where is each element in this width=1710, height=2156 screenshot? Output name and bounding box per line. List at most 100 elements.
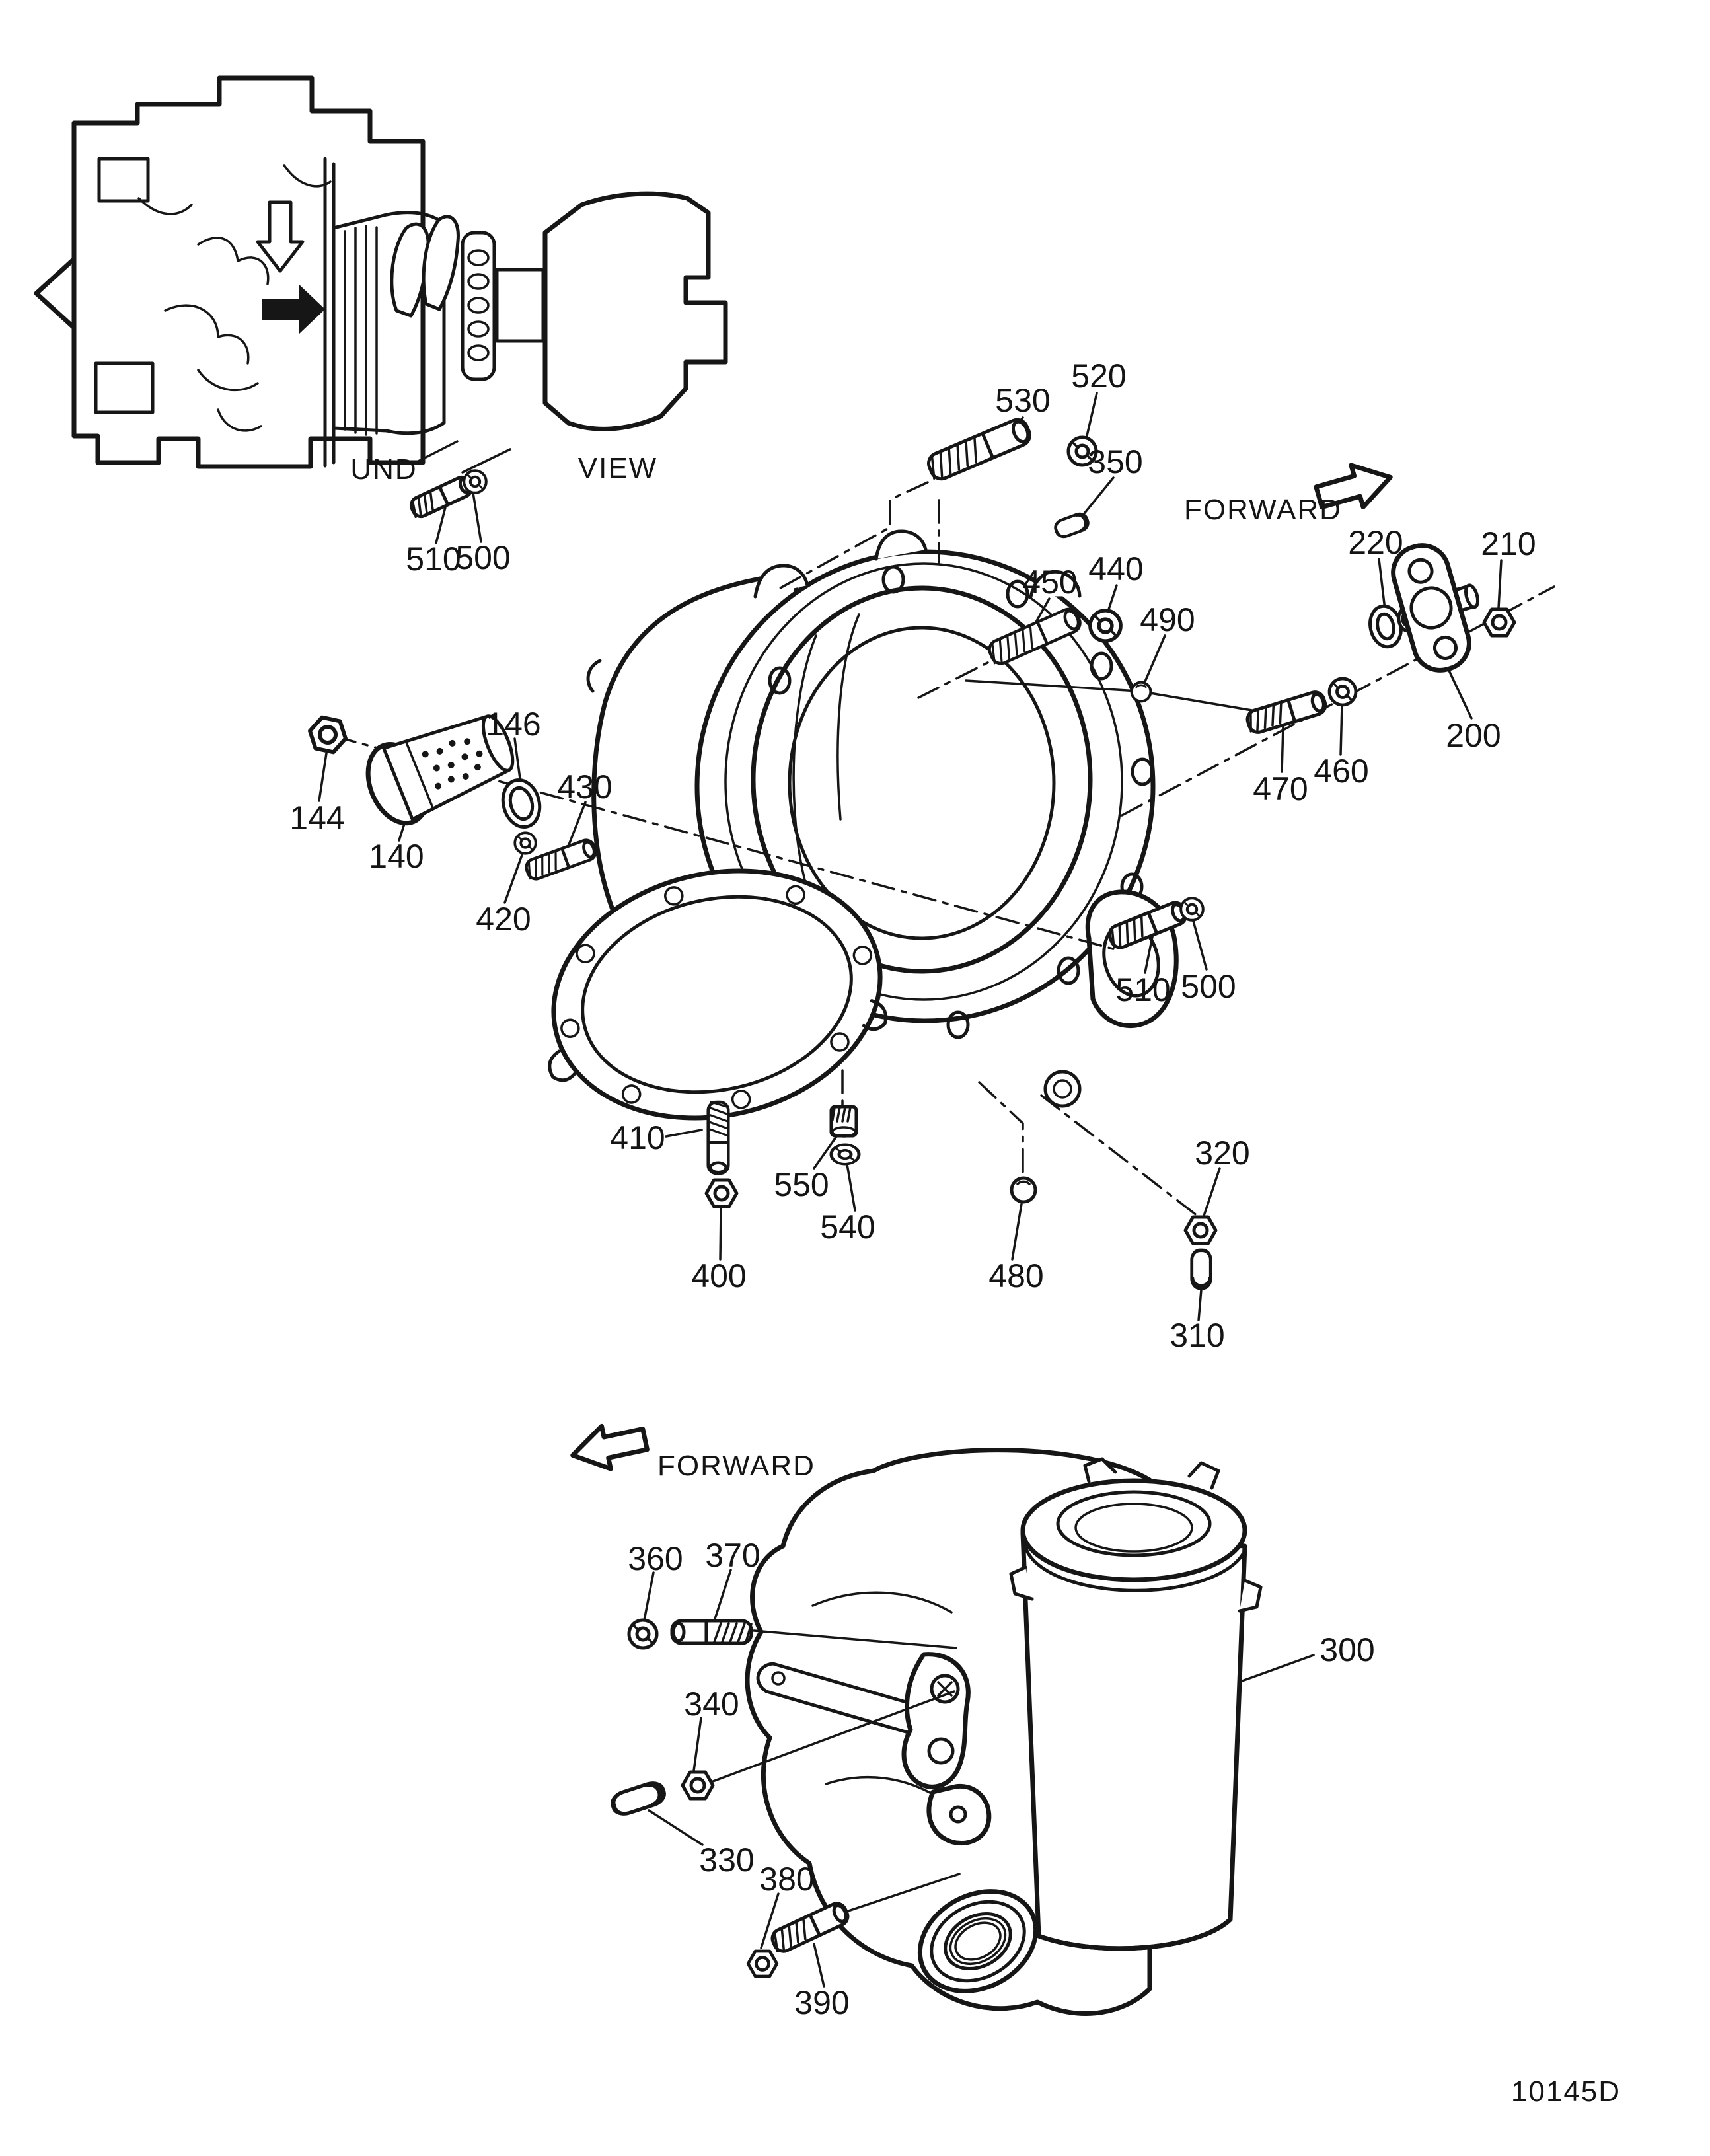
o-ring-220	[1368, 604, 1403, 649]
pin-330	[611, 1780, 666, 1816]
part-label-220: 220	[1348, 524, 1403, 561]
forward-arrow-top-icon	[1314, 463, 1393, 510]
pin-350	[1053, 512, 1090, 539]
engine-block-outline	[71, 75, 426, 469]
main-exploded-view	[307, 392, 1555, 1321]
check-ball-490	[1132, 683, 1151, 702]
plug-144	[307, 716, 349, 754]
washer-460	[1329, 679, 1356, 705]
housing-gasket	[548, 868, 887, 1121]
part-label-380: 380	[759, 1861, 814, 1898]
gearbox-block	[495, 268, 545, 343]
clutch-fork-fingers	[390, 215, 460, 318]
bolt-530	[926, 416, 1033, 482]
location-down-arrow-icon	[256, 200, 305, 273]
part-label-310: 310	[1170, 1317, 1224, 1354]
pin-310	[1192, 1250, 1211, 1288]
washer-440	[1090, 611, 1121, 641]
o-ring-146	[501, 778, 542, 829]
part-label-144: 144	[289, 799, 344, 836]
figure-number: 10145D	[1511, 2075, 1621, 2108]
case-lower-tab	[926, 1783, 992, 1845]
part-label-340: 340	[684, 1686, 739, 1723]
inset-caption-und: UND	[350, 453, 417, 486]
plug-370	[672, 1621, 751, 1643]
part-label-210: 210	[1481, 525, 1536, 562]
part-label-510-upper: 510	[406, 540, 461, 577]
part-label-400: 400	[691, 1257, 746, 1294]
text-labels: UND VIEW FORWARD FORWARD 530 520 350 220…	[289, 357, 1621, 2108]
plug-550	[829, 1105, 858, 1138]
leader-lines-main	[318, 392, 1503, 1321]
washer-420	[513, 831, 537, 855]
nut-320	[1185, 1217, 1216, 1244]
servo-drum-opening	[1056, 1490, 1212, 1557]
bell-bore	[788, 626, 1056, 940]
part-label-330: 330	[699, 1841, 754, 1878]
flange-bolt-holes	[768, 565, 1154, 1039]
forward-label-top: FORWARD	[1184, 494, 1342, 526]
crank-nose-pointer	[34, 256, 77, 330]
part-label-430: 430	[557, 768, 612, 805]
case-contour-lines	[811, 1591, 953, 1799]
check-ball-480	[1012, 1178, 1035, 1202]
converter-ribs	[344, 225, 378, 436]
part-label-510-right: 510	[1115, 971, 1170, 1008]
part-label-370: 370	[705, 1537, 760, 1574]
part-label-530: 530	[995, 382, 1050, 419]
servo-drum-bottom-arc	[1036, 1917, 1233, 1951]
flywheel-plane-lines	[323, 157, 336, 468]
part-label-390: 390	[794, 1984, 849, 2021]
nut-380	[748, 1951, 777, 1976]
engine-cutaway-lines	[137, 164, 332, 432]
part-label-350: 350	[1088, 443, 1142, 480]
nut-340	[683, 1772, 713, 1799]
part-label-470: 470	[1253, 770, 1308, 807]
engine-mount-boss-lower	[94, 361, 155, 414]
nut-210	[1484, 609, 1514, 636]
tailhousing-silhouette	[542, 191, 728, 431]
part-label-520: 520	[1071, 357, 1126, 394]
part-label-410: 410	[610, 1119, 665, 1156]
part-label-480: 480	[988, 1257, 1043, 1294]
washer-500-upper	[464, 470, 486, 493]
part-label-490: 490	[1140, 601, 1195, 638]
location-filled-arrow-icon	[262, 284, 325, 334]
leader-lines-bottom	[643, 1569, 1315, 1988]
inset-engine-side-view	[34, 75, 728, 469]
engine-mount-boss-upper	[97, 157, 150, 203]
bolt-410	[708, 1102, 729, 1173]
part-label-360: 360	[628, 1540, 683, 1577]
part-label-500-right: 500	[1181, 968, 1236, 1005]
part-label-460: 460	[1314, 753, 1368, 790]
oil-strainer-140	[365, 714, 515, 826]
housing-top-lugs	[586, 529, 1082, 693]
part-label-140: 140	[369, 838, 424, 875]
bolt-390	[769, 1900, 850, 1954]
servo-drum-lugs	[1009, 1457, 1263, 1613]
part-label-200: 200	[1446, 717, 1501, 754]
washer-360	[629, 1620, 657, 1648]
bottom-exploded-view	[611, 1448, 1315, 2016]
servo-drum-body	[1020, 1530, 1247, 1951]
retainer-plate-200	[1391, 543, 1480, 673]
converter-cone-outline	[332, 211, 446, 435]
washer-540	[831, 1144, 859, 1164]
part-label-440: 440	[1088, 550, 1143, 587]
inset-caption-view: VIEW	[578, 452, 657, 484]
case-bracket	[901, 1652, 971, 1789]
forward-arrow-bottom-icon	[570, 1423, 650, 1471]
transmission-band	[461, 231, 496, 381]
parking-lever-arm	[756, 1662, 922, 1737]
part-label-540: 540	[820, 1208, 875, 1245]
nut-400	[706, 1180, 737, 1207]
threaded-outlet-port	[917, 1889, 1039, 1993]
part-label-550: 550	[774, 1166, 829, 1203]
part-label-420: 420	[476, 901, 531, 938]
part-label-500-upper: 500	[455, 539, 510, 576]
part-label-320: 320	[1195, 1134, 1249, 1171]
part-label-300: 300	[1320, 1631, 1374, 1668]
servo-drum-second-rim	[1023, 1538, 1245, 1592]
